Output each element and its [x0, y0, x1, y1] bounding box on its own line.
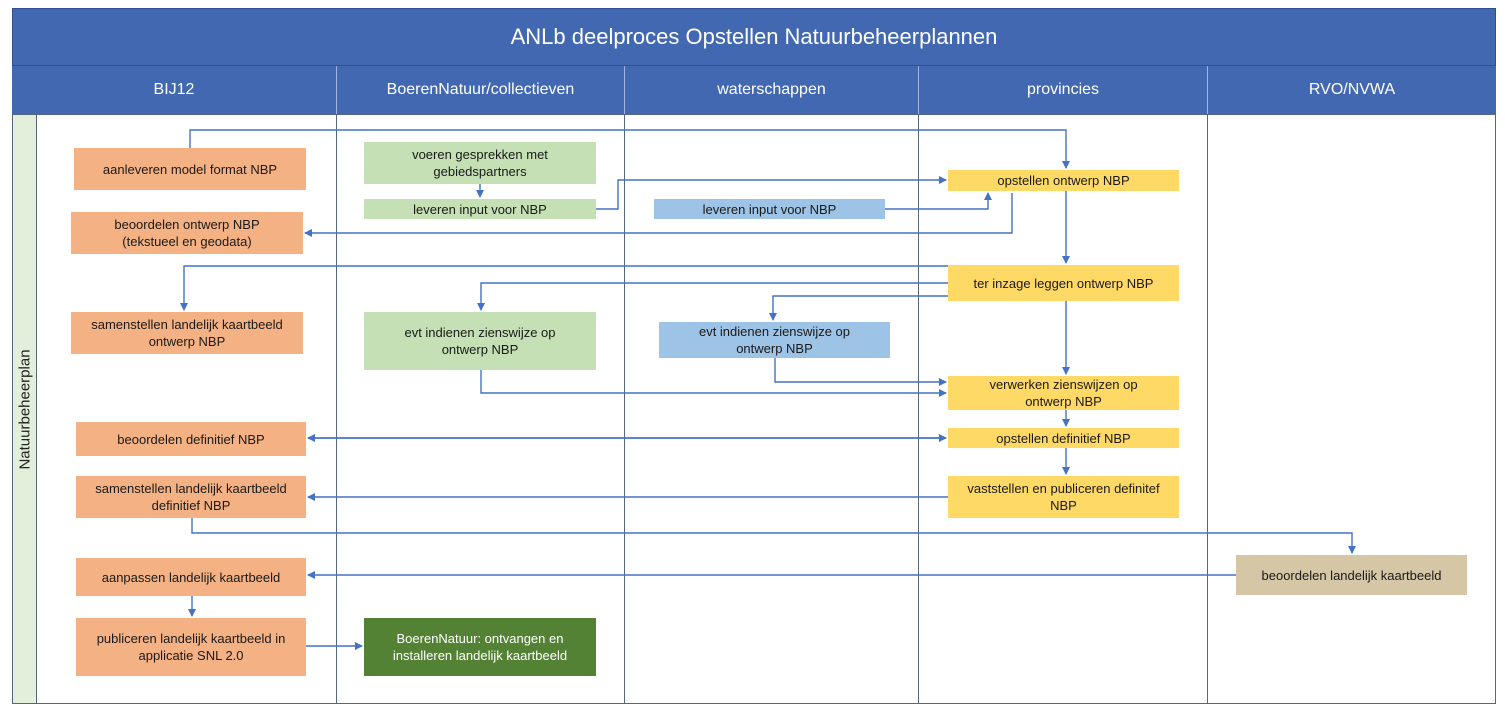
box-vaststellen-publiceren: vaststellen en publiceren definitef NBP: [948, 476, 1179, 518]
diagram-title: ANLb deelproces Opstellen Natuurbeheerpl…: [12, 8, 1496, 66]
box-verwerken-zienswijzen: verwerken zienswijzen op ontwerp NBP: [948, 376, 1179, 410]
box-samenstellen-definitief: samenstellen landelijk kaartbeeld defini…: [76, 476, 306, 518]
lane-header-provincies: provincies: [919, 66, 1208, 114]
box-samenstellen-ontwerp: samenstellen landelijk kaartbeeld ontwer…: [71, 312, 303, 354]
row-label-text: Natuurbeheerplan: [16, 348, 34, 470]
box-beoordelen-definitief: beoordelen definitief NBP: [76, 422, 306, 456]
box-leveren-input-waterschappen: leveren input voor NBP: [654, 199, 885, 219]
row-label: Natuurbeheerplan: [13, 115, 37, 703]
lane-waterschappen: [625, 114, 919, 704]
lane-header-rvo: RVO/NVWA: [1208, 66, 1496, 114]
box-aanpassen-kaartbeeld: aanpassen landelijk kaartbeeld: [76, 558, 306, 596]
lane-header-bij12: BIJ12: [12, 66, 337, 114]
box-voeren-gesprekken: voeren gesprekken met gebiedspartners: [364, 142, 596, 184]
box-boerennatuur-ontvangen: BoerenNatuur: ontvangen en installeren l…: [364, 618, 596, 676]
box-beoordelen-ontwerp: beoordelen ontwerp NBP (tekstueel en geo…: [71, 212, 303, 254]
box-opstellen-definitief: opstellen definitief NBP: [948, 428, 1179, 448]
lane-boerennatuur: [337, 114, 625, 704]
box-leveren-input-boerennatuur: leveren input voor NBP: [364, 199, 596, 219]
lane-header-boerennatuur: BoerenNatuur/collectieven: [337, 66, 625, 114]
lane-bij12: [12, 114, 337, 704]
box-publiceren-kaartbeeld: publiceren landelijk kaartbeeld in appli…: [76, 618, 306, 676]
box-ter-inzage: ter inzage leggen ontwerp NBP: [948, 265, 1179, 301]
row-label-background: [13, 115, 37, 703]
lane-header-waterschappen: waterschappen: [625, 66, 919, 114]
box-opstellen-ontwerp: opstellen ontwerp NBP: [948, 170, 1179, 191]
box-zienswijze-boerennatuur: evt indienen zienswijze op ontwerp NBP: [364, 312, 596, 370]
lanes-frame: [12, 114, 1496, 704]
box-zienswijze-waterschappen: evt indienen zienswijze op ontwerp NBP: [659, 322, 890, 358]
box-aanleveren-model: aanleveren model format NBP: [74, 148, 306, 190]
lane-provincies: [919, 114, 1208, 704]
box-beoordelen-kaartbeeld: beoordelen landelijk kaartbeeld: [1236, 555, 1467, 595]
